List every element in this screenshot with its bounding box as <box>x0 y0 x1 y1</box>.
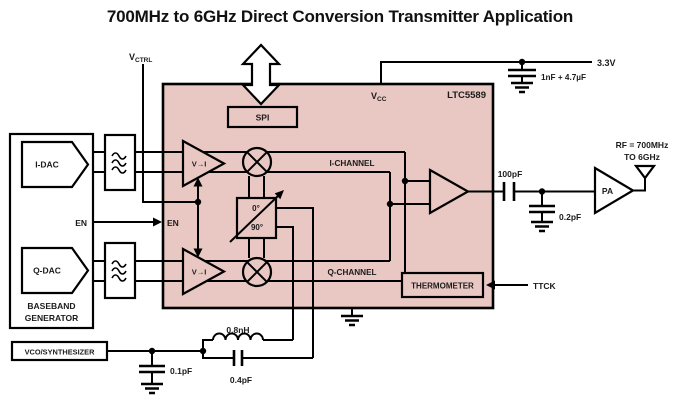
output-series-cap-label: 100pF <box>498 169 523 179</box>
series-cap-label: 0.4pF <box>230 375 252 385</box>
supply-rail-label: 3.3V <box>597 58 616 68</box>
capacitor-0p4pf-icon <box>232 350 244 366</box>
output-shunt-cap-label: 0.2pF <box>559 212 581 222</box>
i-dac-block <box>20 140 90 189</box>
part-number-label: LTC5589 <box>447 90 486 101</box>
ttck-label: TTCK <box>533 281 557 291</box>
spi-box <box>226 105 299 129</box>
pa-block <box>593 166 636 215</box>
capacitor-0p1pf-icon <box>139 351 165 384</box>
output-amp-block <box>428 168 471 215</box>
ground-icon <box>511 81 533 94</box>
thermometer-label: THERMOMETER <box>411 282 474 291</box>
rf-range-line2: TO 6GHz <box>624 152 660 162</box>
i-amp-label: V→I <box>192 160 207 169</box>
capacitor-100pf-icon <box>502 182 516 201</box>
ttck-arrowhead-icon <box>486 280 495 290</box>
q-dac-block <box>20 246 90 295</box>
antenna-icon <box>633 164 657 180</box>
i-amp-block <box>181 139 227 188</box>
filter-i-block <box>103 133 137 192</box>
en-arrowhead-icon <box>153 217 162 227</box>
inductor-icon <box>212 332 264 341</box>
ground-icon <box>531 220 553 233</box>
en-out-label: EN <box>75 218 87 228</box>
baseband-label-line1: BASEBAND <box>27 301 75 311</box>
filter-q-block <box>103 241 137 300</box>
i-mixer-icon <box>241 146 273 178</box>
decoupling-cap-label: 1nF + 4.7µF <box>541 73 586 82</box>
q-amp-block <box>181 247 227 296</box>
wires <box>80 61 646 359</box>
diagram-title: 700MHz to 6GHz Direct Conversion Transmi… <box>106 7 574 26</box>
i-channel-label: I-CHANNEL <box>329 159 374 168</box>
ground-icon <box>341 314 363 327</box>
pa-label: PA <box>602 186 613 196</box>
vctrl-label: VCTRL <box>129 52 152 64</box>
i-dac-label: I-DAC <box>35 160 59 170</box>
q-amp-label: V→I <box>192 268 207 277</box>
junction-dots <box>148 58 546 355</box>
q-mixer-icon <box>241 256 273 288</box>
ground-icon <box>141 382 163 395</box>
capacitor-0p2pf-icon <box>529 191 555 222</box>
baseband-label-line2: GENERATOR <box>25 313 79 323</box>
vcc-label: VCC <box>371 91 387 103</box>
en-pin-label: EN <box>167 218 179 228</box>
spi-label: SPI <box>256 113 270 123</box>
inductor-label: 0.8nH <box>226 325 249 335</box>
vco-synthesizer-box <box>10 340 109 362</box>
gain-arrow-up-icon <box>193 177 203 187</box>
q-dac-label: Q-DAC <box>33 266 61 276</box>
spi-bus-arrow-icon <box>240 43 282 106</box>
phase-shifter-block <box>229 190 284 243</box>
phase-0-label: 0° <box>252 204 260 213</box>
vco-label: VCO/SYNTHESIZER <box>25 348 95 357</box>
gain-arrow-down-icon <box>193 248 203 258</box>
rf-range-line1: RF = 700MHz <box>616 140 669 150</box>
phase-90-label: 90° <box>251 223 263 232</box>
q-channel-label: Q-CHANNEL <box>327 268 376 277</box>
shunt-cap-label: 0.1pF <box>170 366 192 376</box>
thermometer-box <box>400 271 485 299</box>
